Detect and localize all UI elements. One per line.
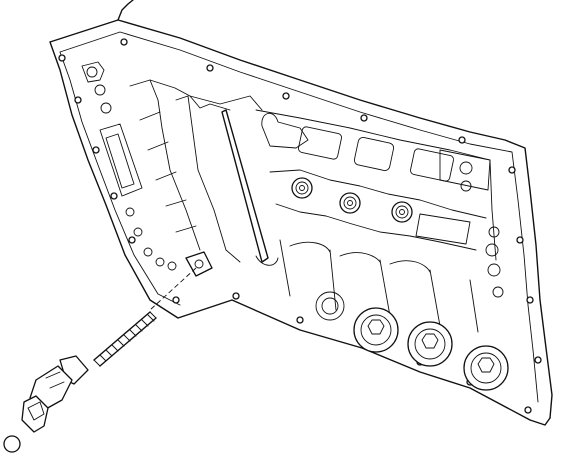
- spring-bore-opening: [185, 251, 213, 277]
- valve-plug-3: [391, 201, 413, 223]
- callout-marker: [3, 435, 21, 453]
- left-passage-block: [81, 61, 177, 271]
- valve-body-housing: [49, 0, 553, 426]
- valve-spool: [21, 355, 89, 433]
- valve-bore-cluster: [255, 109, 504, 298]
- valve-spring: [93, 311, 157, 367]
- end-plug-2: [407, 321, 453, 367]
- valve-plug-2: [339, 192, 361, 214]
- valve-plug-1: [291, 177, 313, 199]
- inner-cavity: [129, 79, 279, 266]
- end-plug-1: [353, 307, 399, 353]
- lower-bores: [279, 239, 479, 333]
- assembly-axis-line: [149, 267, 197, 311]
- end-plug-3: [463, 345, 509, 391]
